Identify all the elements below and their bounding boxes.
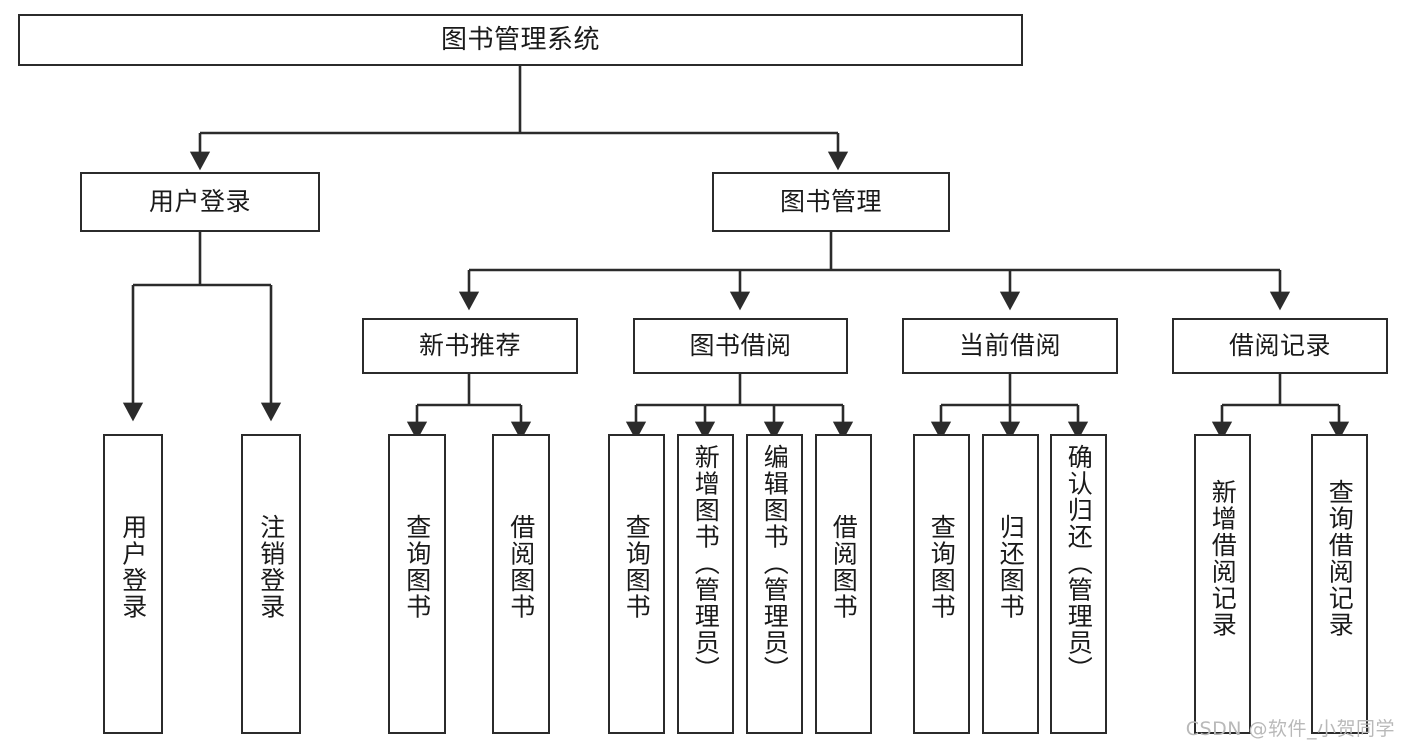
node-label: 查询图书 — [622, 514, 652, 620]
node-leaf-query-borrow-record[interactable]: 查询借阅记录 — [1311, 434, 1368, 734]
node-label: 借阅记录 — [1228, 331, 1331, 361]
node-label: 用户登录 — [148, 187, 251, 217]
node-leaf-confirm-return-admin[interactable]: 确认归还（管理员） — [1050, 434, 1107, 734]
node-borrow-record[interactable]: 借阅记录 — [1172, 318, 1388, 374]
node-leaf-query-book-recommend[interactable]: 查询图书 — [388, 434, 446, 734]
node-label: 图书管理 — [779, 187, 882, 217]
node-label: 查询图书 — [402, 514, 432, 620]
node-label: 注销登录 — [256, 514, 286, 620]
node-new-book-recommend[interactable]: 新书推荐 — [362, 318, 578, 374]
csdn-watermark: CSDN @软件_小贺同学 — [1185, 718, 1395, 740]
node-label: 查询图书 — [927, 514, 957, 620]
node-label: 新书推荐 — [418, 331, 521, 361]
node-label: 借阅图书 — [506, 514, 536, 620]
node-label: 确认归还（管理员） — [1064, 444, 1094, 683]
node-root-book-management-system[interactable]: 图书管理系统 — [18, 14, 1023, 66]
node-book-management[interactable]: 图书管理 — [712, 172, 950, 232]
node-label: 归还图书 — [996, 514, 1026, 620]
node-leaf-add-book-admin[interactable]: 新增图书（管理员） — [677, 434, 734, 734]
node-leaf-edit-book-admin[interactable]: 编辑图书（管理员） — [746, 434, 803, 734]
node-book-borrow[interactable]: 图书借阅 — [633, 318, 848, 374]
node-leaf-borrow-book-borrow[interactable]: 借阅图书 — [815, 434, 872, 734]
node-label: 新增图书（管理员） — [691, 444, 721, 683]
node-leaf-borrow-book-recommend[interactable]: 借阅图书 — [492, 434, 550, 734]
node-leaf-logout[interactable]: 注销登录 — [241, 434, 301, 734]
node-label: 图书借阅 — [689, 331, 792, 361]
node-leaf-query-book-borrow[interactable]: 查询图书 — [608, 434, 665, 734]
node-label: 当前借阅 — [958, 331, 1061, 361]
node-leaf-return-book[interactable]: 归还图书 — [982, 434, 1039, 734]
node-label: 查询借阅记录 — [1325, 479, 1355, 638]
node-label: 借阅图书 — [829, 514, 859, 620]
node-leaf-user-login[interactable]: 用户登录 — [103, 434, 163, 734]
node-label: 图书管理系统 — [440, 24, 600, 55]
node-leaf-add-borrow-record[interactable]: 新增借阅记录 — [1194, 434, 1251, 734]
node-label: 用户登录 — [118, 514, 148, 620]
node-leaf-query-book-current[interactable]: 查询图书 — [913, 434, 970, 734]
node-user-login[interactable]: 用户登录 — [80, 172, 320, 232]
node-current-borrow[interactable]: 当前借阅 — [902, 318, 1118, 374]
node-label: 编辑图书（管理员） — [760, 444, 790, 683]
node-label: 新增借阅记录 — [1208, 479, 1238, 638]
